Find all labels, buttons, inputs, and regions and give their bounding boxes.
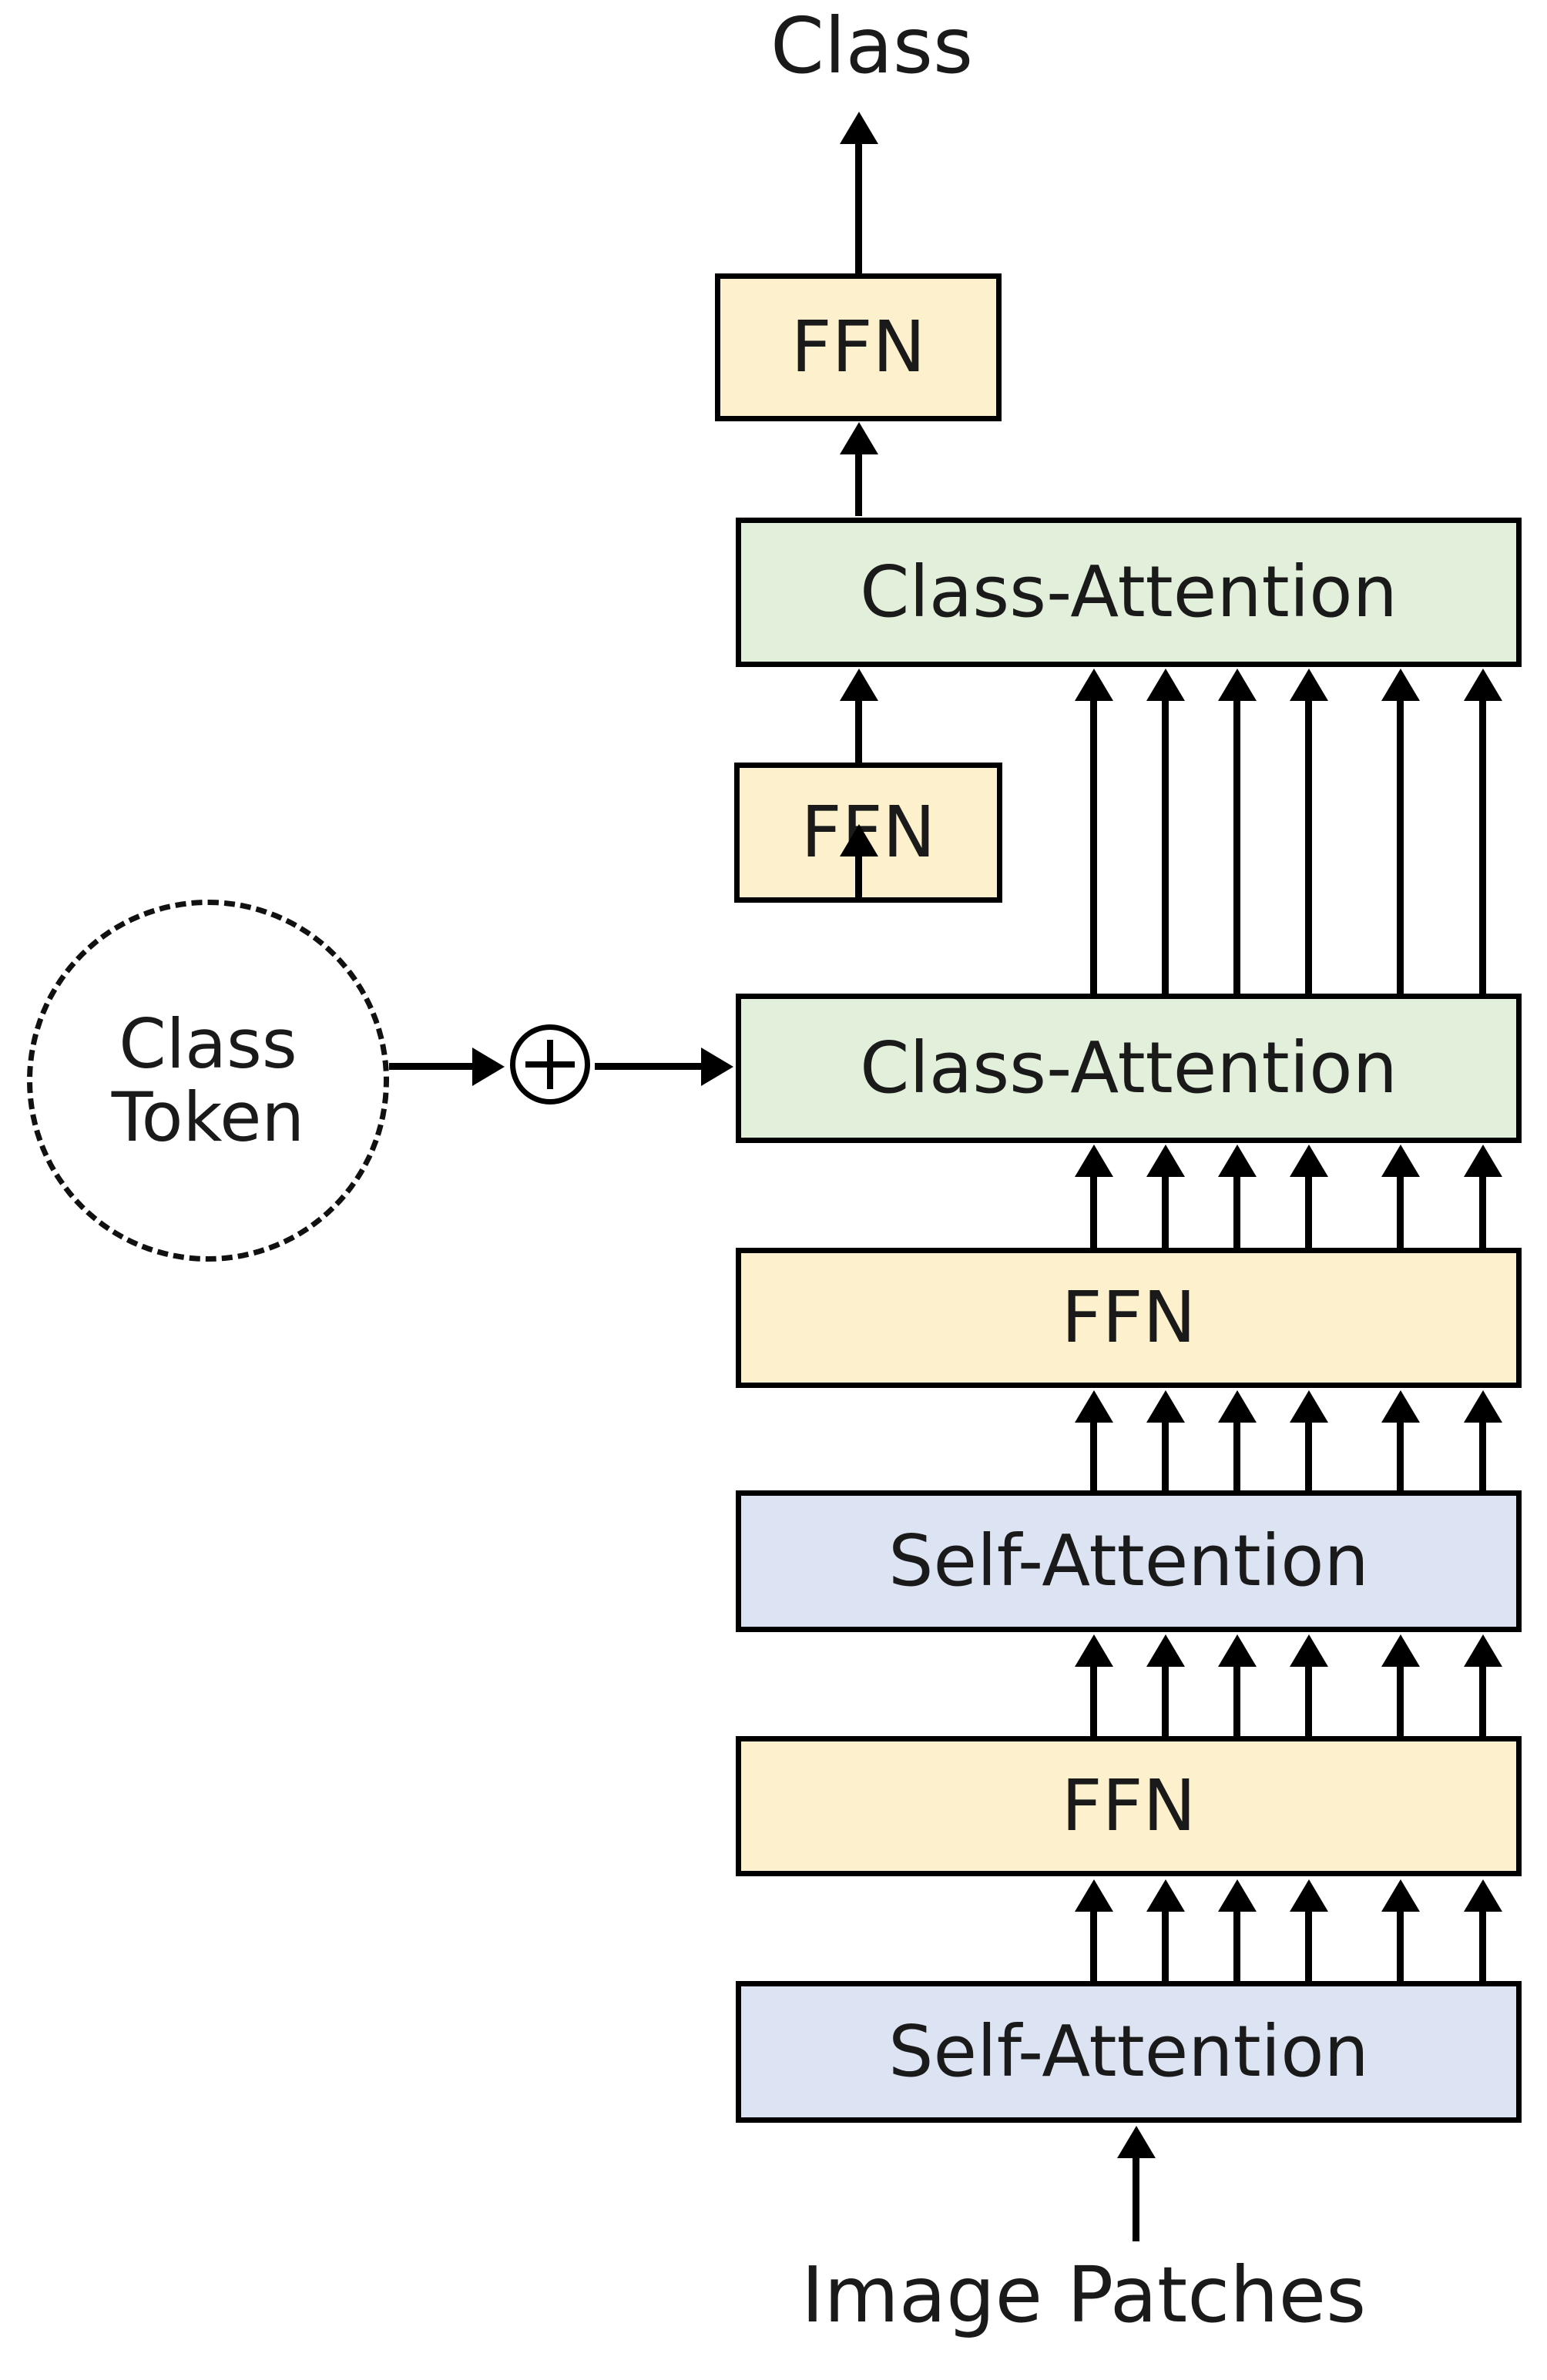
arrow-ffn-lower-to-self-att-2-col-5 xyxy=(1381,1634,1420,1736)
arrow-ffn-upper-to-class-att-1-col-2 xyxy=(1146,1145,1185,1249)
arrow-token-to-plus xyxy=(389,1047,505,1086)
block-class-attention-2-label: Class-Attention xyxy=(860,551,1398,633)
block-class-attention-1-label: Class-Attention xyxy=(860,1027,1398,1109)
block-ffn-wide-lower-label: FFN xyxy=(1061,1765,1196,1847)
arrow-ffn-top-to-class xyxy=(839,112,878,273)
arrow-plus-to-class-attention-1 xyxy=(595,1047,733,1086)
arrow-ffn-upper-to-class-att-1-col-4 xyxy=(1289,1145,1328,1249)
arrow-self-att-1-to-ffn-lower-col-6 xyxy=(1463,1879,1502,1981)
class-token-node[interactable]: Class Token xyxy=(27,900,389,1262)
arrow-ffn-lower-to-self-att-2-col-6 xyxy=(1463,1634,1502,1736)
arrow-self-att-1-to-ffn-lower-col-4 xyxy=(1289,1879,1328,1981)
block-self-attention-1[interactable]: Self-Attention xyxy=(736,1981,1522,2123)
output-class-label: Class xyxy=(770,1,974,91)
arrow-patch-col-1-to-class-att-2 xyxy=(1074,669,1113,1131)
arrow-patch-col-2-to-class-att-2 xyxy=(1146,669,1185,1131)
block-class-attention-1[interactable]: Class-Attention xyxy=(736,994,1522,1143)
arrow-patch-col-4-to-class-att-2 xyxy=(1289,669,1328,1131)
class-token-line-1: Class xyxy=(119,1004,297,1084)
arrow-ffn-mid-to-class-att-2 xyxy=(839,669,878,763)
arrow-self-att-2-to-ffn-upper-col-1 xyxy=(1074,1390,1113,1492)
arrow-self-att-1-to-ffn-lower-col-3 xyxy=(1217,1879,1257,1981)
arrow-self-att-1-to-ffn-lower-col-5 xyxy=(1381,1879,1420,1981)
block-ffn-wide-upper[interactable]: FFN xyxy=(736,1248,1522,1388)
input-image-patches-label: Image Patches xyxy=(801,2250,1367,2340)
arrow-self-att-2-to-ffn-upper-col-3 xyxy=(1217,1390,1257,1492)
arrow-ffn-upper-to-class-att-1-col-6 xyxy=(1463,1145,1502,1249)
arrow-ffn-upper-to-class-att-1-col-5 xyxy=(1381,1145,1420,1249)
block-self-attention-2-label: Self-Attention xyxy=(888,1520,1369,1602)
arrow-patch-col-3-to-class-att-2 xyxy=(1217,669,1257,1131)
class-token-line-2: Token xyxy=(111,1078,305,1157)
block-ffn-wide-lower[interactable]: FFN xyxy=(736,1736,1522,1876)
arrow-patch-col-6-to-class-att-2 xyxy=(1463,669,1502,1131)
arrow-ffn-upper-to-class-att-1-col-1 xyxy=(1074,1145,1113,1249)
arrow-ffn-upper-to-class-att-1-col-3 xyxy=(1217,1145,1257,1249)
arrow-class-att-1-to-ffn-mid xyxy=(839,824,878,903)
arrow-patch-col-5-to-class-att-2 xyxy=(1381,669,1420,1131)
arrow-patches-to-self-attention-1 xyxy=(1116,2126,1156,2241)
block-ffn-top-label: FFN xyxy=(790,306,926,388)
arrow-ffn-lower-to-self-att-2-col-3 xyxy=(1217,1634,1257,1736)
block-self-attention-1-label: Self-Attention xyxy=(888,2010,1369,2093)
plus-circle-icon xyxy=(510,1024,590,1105)
block-ffn-top[interactable]: FFN xyxy=(715,273,1002,421)
arrow-ffn-lower-to-self-att-2-col-2 xyxy=(1146,1634,1185,1736)
block-class-attention-2[interactable]: Class-Attention xyxy=(736,518,1522,667)
arrow-ffn-lower-to-self-att-2-col-1 xyxy=(1074,1634,1113,1736)
arrow-self-att-1-to-ffn-lower-col-1 xyxy=(1074,1879,1113,1981)
arrow-self-att-2-to-ffn-upper-col-5 xyxy=(1381,1390,1420,1492)
block-self-attention-2[interactable]: Self-Attention xyxy=(736,1490,1522,1632)
arrow-self-att-2-to-ffn-upper-col-2 xyxy=(1146,1390,1185,1492)
arrow-self-att-2-to-ffn-upper-col-6 xyxy=(1463,1390,1502,1492)
arrow-self-att-1-to-ffn-lower-col-2 xyxy=(1146,1879,1185,1981)
arrow-class-att-2-to-ffn-top xyxy=(839,422,878,516)
arrow-ffn-lower-to-self-att-2-col-4 xyxy=(1289,1634,1328,1736)
block-ffn-wide-upper-label: FFN xyxy=(1061,1276,1196,1359)
arrow-self-att-2-to-ffn-upper-col-4 xyxy=(1289,1390,1328,1492)
